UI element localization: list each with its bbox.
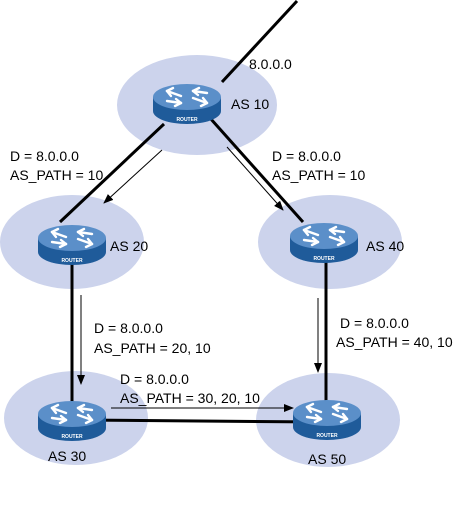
router-icon: ROUTER bbox=[36, 399, 108, 443]
link-as10-as40 bbox=[208, 117, 305, 223]
update-as40-as50-aspath: AS_PATH = 40, 10 bbox=[336, 334, 453, 350]
router-caption: ROUTER bbox=[313, 256, 335, 262]
update-as10-as20-dest: D = 8.0.0.0 bbox=[10, 148, 79, 164]
prefix-label: 8.0.0.0 bbox=[249, 56, 292, 72]
advert-arrow-as10-to-as40 bbox=[226, 146, 284, 211]
update-as10-as40-aspath: AS_PATH = 10 bbox=[272, 167, 365, 183]
update-as40-as50-dest: D = 8.0.0.0 bbox=[340, 315, 409, 331]
router-caption: ROUTER bbox=[61, 434, 83, 440]
update-as20-as30-dest: D = 8.0.0.0 bbox=[94, 320, 163, 336]
update-as10-as40-dest: D = 8.0.0.0 bbox=[272, 148, 341, 164]
router-caption: ROUTER bbox=[61, 258, 83, 264]
as10-label: AS 10 bbox=[231, 96, 269, 112]
router-icon: ROUTER bbox=[36, 223, 108, 267]
router-caption: ROUTER bbox=[316, 433, 338, 439]
as50-label: AS 50 bbox=[308, 451, 346, 467]
router-icon: ROUTER bbox=[288, 221, 360, 265]
router-icon: ROUTER bbox=[151, 82, 223, 126]
advert-arrow-as10-to-as20 bbox=[103, 149, 163, 204]
external-link-8-0-0-0 bbox=[220, 0, 299, 84]
link-as10-as20 bbox=[58, 122, 166, 224]
update-as30-as50-dest: D = 8.0.0.0 bbox=[120, 371, 189, 387]
as20-label: AS 20 bbox=[110, 238, 148, 254]
update-as30-as50-aspath: AS_PATH = 30, 20, 10 bbox=[120, 390, 260, 406]
update-as20-as30-aspath: AS_PATH = 20, 10 bbox=[94, 340, 211, 356]
as40-label: AS 40 bbox=[366, 238, 404, 254]
as30-label: AS 30 bbox=[48, 448, 86, 464]
router-caption: ROUTER bbox=[176, 117, 198, 123]
update-as10-as20-aspath: AS_PATH = 10 bbox=[10, 167, 103, 183]
router-icon: ROUTER bbox=[291, 398, 363, 442]
link-as30-as50 bbox=[79, 418, 323, 424]
